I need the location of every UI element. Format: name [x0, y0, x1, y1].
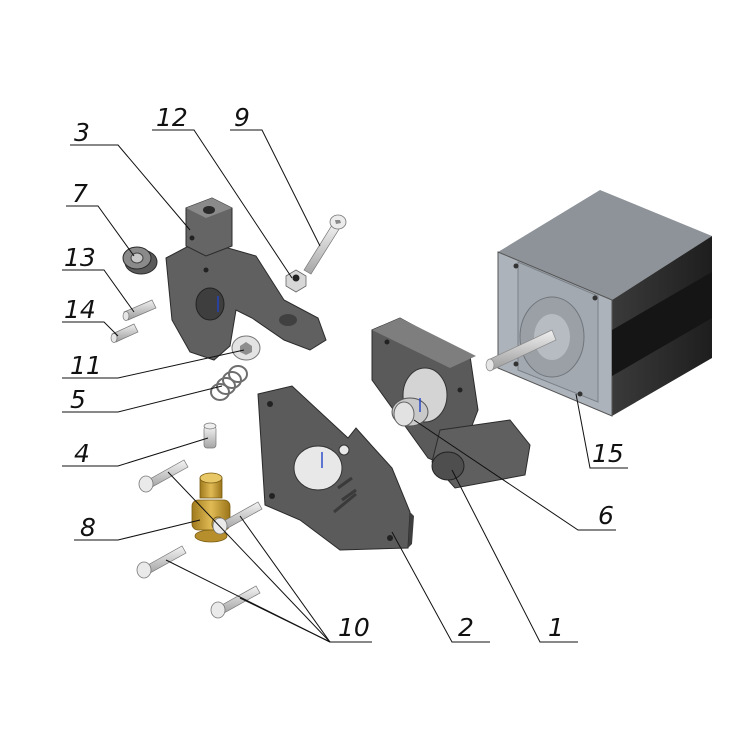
leader-9 [230, 129, 321, 247]
leader-lines [62, 129, 628, 643]
screw-11-hex-socket [240, 342, 252, 355]
motor-mount-bracket-part-1 [371, 317, 531, 489]
leader-1 [451, 469, 578, 643]
bracket-screw-hole [457, 387, 463, 393]
idler-arm-bearing-bore [195, 287, 225, 321]
spring-part-5 [210, 365, 248, 401]
callout-3: 3 [74, 118, 90, 147]
leader-12 [152, 129, 293, 279]
plate-hole [387, 535, 393, 541]
leader-10-a [167, 471, 331, 643]
spring-coil [228, 365, 248, 383]
callout-13: 13 [64, 243, 96, 272]
idler-arm-hole [203, 267, 209, 273]
plate-hole [338, 444, 350, 456]
leader-11 [62, 349, 245, 379]
bolt-part-10-a [138, 459, 189, 493]
leader-14 [62, 321, 119, 337]
leader-6 [413, 419, 616, 531]
callout-2: 2 [458, 613, 474, 642]
idler-arm-top-hole [203, 206, 215, 214]
socket-screw-part-11 [231, 335, 261, 361]
spring-coil [210, 383, 230, 401]
callout-4: 4 [74, 439, 90, 468]
plate-logo-engraving [333, 476, 357, 514]
motor-stator-band [612, 272, 712, 376]
idler-arm-part-3 [165, 197, 327, 361]
plate-motor-bore [293, 445, 343, 491]
nut-12-hole [292, 274, 300, 282]
callout-labels: 3 12 9 7 13 14 11 5 4 8 10 2 1 6 15 [64, 103, 624, 642]
spring-coil [216, 377, 236, 395]
motor-top-face [498, 190, 712, 300]
plate-edge [408, 512, 414, 548]
bolt-10d-head [210, 601, 226, 619]
bushing-part-4 [203, 422, 217, 449]
leader-10-b [239, 515, 331, 643]
drive-gear-part-6 [391, 397, 429, 427]
leader-8 [74, 519, 201, 541]
bearing-part-7 [122, 246, 158, 275]
spring-coil [222, 371, 242, 389]
motor-mount-hole [592, 295, 598, 301]
bracket-screw-hole [384, 339, 390, 345]
motor-shaft-tip [485, 358, 495, 372]
motor-mount-hole [513, 361, 519, 367]
callout-11: 11 [70, 351, 102, 380]
nut-part-12 [285, 269, 307, 293]
callout-8: 8 [80, 513, 96, 542]
leader-10-d [239, 597, 331, 643]
extruder-plate-part-2 [257, 385, 414, 551]
motor-mount-hole [513, 263, 519, 269]
leader-3 [70, 144, 191, 231]
motor-mount-hole [577, 391, 583, 397]
pin-part-14 [110, 323, 139, 343]
leader-15 [575, 393, 628, 469]
bolt-part-10-d [210, 585, 261, 619]
pin-13-end [122, 311, 130, 321]
callout-15: 15 [592, 439, 624, 468]
bolt-10c-shank [145, 545, 187, 574]
callout-1: 1 [548, 613, 564, 642]
leader-7 [66, 205, 135, 257]
idler-arm-hole [189, 235, 195, 241]
plate-hole [269, 493, 275, 499]
callout-14: 14 [64, 295, 96, 324]
stepper-motor-part-15 [485, 190, 712, 417]
callout-5: 5 [70, 385, 86, 414]
bolt-10c-head [136, 561, 152, 579]
callout-10: 10 [338, 613, 370, 642]
bracket-top-rim [372, 318, 476, 368]
pin-part-13 [122, 299, 157, 321]
callout-6: 6 [598, 501, 614, 530]
long-bolt-part-9 [303, 214, 347, 275]
leader-4 [62, 437, 209, 467]
bolt-part-10-c [136, 545, 187, 579]
callout-9: 9 [234, 103, 250, 132]
callout-7: 7 [72, 179, 88, 208]
idler-arm-slot [279, 314, 297, 326]
leader-2 [391, 531, 490, 643]
callout-12: 12 [156, 103, 188, 132]
bolt-10a-head [138, 475, 154, 493]
bolt-10a-shank [147, 459, 189, 488]
brass-fitting-top [199, 472, 223, 484]
plate-hole [267, 401, 273, 407]
leader-5 [62, 385, 223, 413]
bolt-9-hex-socket [335, 220, 341, 224]
bushing-4-top [203, 422, 217, 430]
leader-13 [62, 269, 135, 313]
pin-14-end [110, 333, 118, 343]
bolt-9-shank [303, 221, 342, 275]
drive-gear-face [393, 401, 415, 427]
bracket-boss [431, 451, 465, 481]
